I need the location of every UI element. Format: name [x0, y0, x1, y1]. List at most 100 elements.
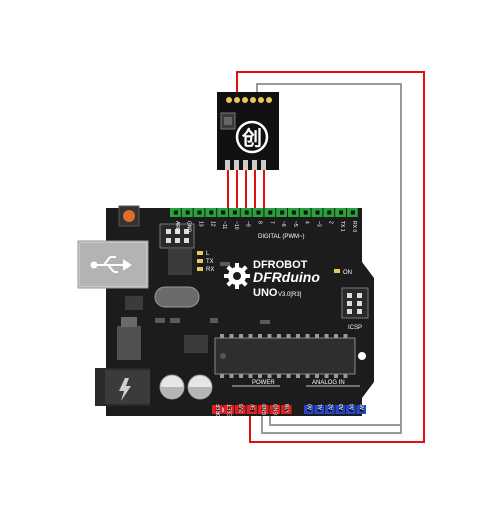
- mcu-pin: [315, 334, 319, 338]
- status-leds: L TX RX ON: [197, 251, 352, 276]
- power-pin-label: VIN: [285, 404, 291, 413]
- mcu-pin: [229, 374, 234, 378]
- mcu-pin: [305, 374, 310, 378]
- power-pin-label: IOREF: [216, 404, 222, 419]
- mounting-hole: [358, 352, 366, 360]
- mcu-pin: [277, 374, 281, 378]
- mcu-pin: [296, 334, 300, 338]
- digital-pin-label: RX 0: [351, 221, 357, 232]
- mcu-pin: [258, 374, 262, 378]
- digital-pin-hole: [256, 210, 261, 215]
- mcu-pin: [305, 334, 310, 338]
- digital-pin-hole: [303, 210, 308, 215]
- digital-pin-hole: [350, 210, 355, 215]
- analog-header: ANALOG IN A0 A1 A2 A3 A4 A5: [304, 380, 366, 414]
- power-pin-hole: [284, 407, 289, 412]
- lightning-icon: [119, 378, 131, 401]
- digital-pin-label: ~5: [292, 221, 298, 227]
- usb-connector: [77, 240, 149, 289]
- digital-pin-hole: [315, 210, 320, 215]
- digital-pin-label: TX 1: [339, 221, 345, 232]
- digital-pin-label: 12: [209, 221, 215, 227]
- microcontroller: [214, 334, 356, 378]
- analog-header-label: ANALOG IN: [312, 380, 345, 386]
- mcu-pin: [258, 334, 262, 338]
- digital-pin-label: 13: [198, 221, 204, 227]
- analog-pin-label: A3: [339, 404, 345, 410]
- digital-pin-label: ~11: [221, 221, 227, 229]
- mcu-pin: [248, 334, 253, 338]
- digital-pin-hole: [185, 210, 190, 215]
- mcu-pin: [343, 374, 348, 378]
- digital-header-label: DIGITAL (PWM~): [258, 234, 305, 240]
- digital-pin-label: 2: [327, 221, 333, 224]
- usb-chip: [168, 249, 192, 275]
- power-pin-hole: [215, 407, 220, 412]
- wire-gray-gnd-2: [269, 413, 401, 426]
- usb-icon: [90, 256, 132, 273]
- icsp-header: ICSP: [341, 287, 369, 331]
- crystal: [154, 286, 200, 308]
- mcu-pin: [239, 334, 243, 338]
- mcu-pin: [220, 374, 224, 378]
- module-top-pins: [226, 97, 272, 103]
- power-pin-hole: [250, 407, 255, 412]
- digital-pin-label: ~10: [233, 221, 239, 230]
- digital-pin-label: AREF: [174, 221, 180, 234]
- analog-pin-label: A2: [328, 404, 334, 410]
- module-logo: [235, 120, 269, 154]
- mcu-pin: [324, 334, 329, 338]
- wires: [227, 71, 425, 443]
- brand-line1: DFROBOT: [253, 259, 308, 271]
- digital-pin-label: ~6: [280, 221, 286, 227]
- power-pin-label: 5V: [250, 403, 256, 410]
- module-logo-glyph: 创: [241, 126, 262, 150]
- mcu-pin: [267, 334, 272, 338]
- power-pin-hole: [273, 407, 278, 412]
- brand-version: V3.0[R3]: [278, 292, 302, 298]
- analog-pin-label: A5: [360, 404, 366, 410]
- digital-pin-hole: [291, 210, 296, 215]
- led-label-tx: TX: [206, 259, 214, 265]
- voltage-regulator: [117, 317, 141, 360]
- digital-pin-hole: [244, 210, 249, 215]
- mcu-pin: [277, 334, 281, 338]
- mcu-pin: [248, 374, 253, 378]
- power-header-label: POWER: [252, 380, 275, 386]
- mcu-pin: [315, 374, 319, 378]
- analog-pin-label: A1: [318, 404, 324, 410]
- digital-pin-label: 7: [268, 221, 274, 224]
- led-label-l: L: [206, 251, 210, 257]
- digital-pin-hole: [268, 210, 273, 215]
- capacitors: [159, 374, 213, 400]
- power-pin-hole: [238, 407, 243, 412]
- brand-block: DFROBOT DFRduino UNO V3.0[R3]: [224, 259, 320, 299]
- wire-gray-gnd: [256, 83, 402, 434]
- module-bottom-pins: [225, 160, 266, 170]
- mcu-pin: [229, 334, 234, 338]
- digital-pin-hole: [327, 210, 332, 215]
- digital-pin-hole: [280, 210, 285, 215]
- analog-pin-hole: [307, 407, 312, 412]
- brand-line3: UNO: [253, 287, 278, 299]
- power-pin-label: 3V3: [239, 404, 245, 413]
- mcu-pin: [286, 334, 291, 338]
- digital-pin-hole: [197, 210, 202, 215]
- power-pin-label: GND: [273, 404, 279, 416]
- digital-pin-label: GND: [186, 221, 192, 233]
- digital-pin-label: 4: [304, 221, 310, 224]
- digital-pin-hole: [339, 210, 344, 215]
- digital-pin-hole: [232, 210, 237, 215]
- mcu-pin: [267, 374, 272, 378]
- power-pin-hole: [261, 407, 266, 412]
- mcu-pin: [286, 374, 291, 378]
- analog-pin-hole: [359, 407, 364, 412]
- analog-pin-label: A0: [307, 404, 313, 410]
- power-pin-label: GND: [262, 404, 268, 416]
- mcu-pin: [324, 374, 329, 378]
- arduino-board: ICSP L TX RX ON: [77, 205, 374, 421]
- icsp-label: ICSP: [348, 325, 362, 331]
- analog-pin-label: A4: [349, 404, 355, 410]
